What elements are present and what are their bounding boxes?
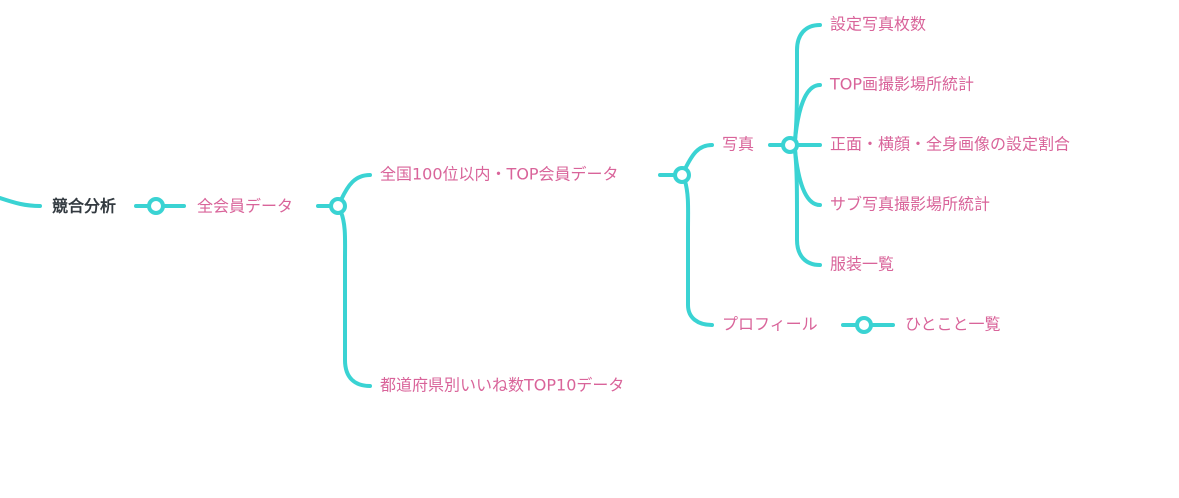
collapse-toggle-root[interactable]	[147, 197, 165, 215]
collapse-toggle-top-members[interactable]	[673, 166, 691, 184]
edge-to-top-members	[339, 173, 372, 202]
node-sub-photo-location[interactable]: サブ写真撮影場所統計	[830, 195, 990, 214]
edge-to-prefecture	[339, 210, 372, 388]
collapse-toggle-profile[interactable]	[855, 316, 873, 334]
node-top-members-data[interactable]: 全国100位以内・TOP会員データ	[380, 165, 619, 184]
node-root[interactable]: 競合分析	[52, 197, 116, 216]
node-photo[interactable]: 写真	[722, 135, 754, 154]
node-outfit-list[interactable]: 服装一覧	[830, 255, 894, 274]
collapse-toggle-level1[interactable]	[329, 197, 347, 215]
edge-photo-child-2	[793, 83, 822, 142]
node-comment-list[interactable]: ひとこと一覧	[905, 315, 1001, 334]
node-all-members-data[interactable]: 全会員データ	[197, 197, 293, 216]
node-top-photo-location[interactable]: TOP画撮影場所統計	[829, 75, 974, 94]
node-prefecture-likes-data[interactable]: 都道府県別いいね数TOP10データ	[380, 376, 624, 395]
edge-photo-child-5	[793, 148, 822, 267]
edge-to-photo	[683, 143, 714, 171]
edge-incoming	[0, 196, 42, 208]
node-photo-count[interactable]: 設定写真枚数	[830, 15, 926, 34]
node-face-ratio[interactable]: 正面・横顔・全身画像の設定割合	[830, 135, 1070, 154]
node-profile[interactable]: プロフィール	[722, 315, 818, 334]
collapse-toggle-photo[interactable]	[781, 136, 799, 154]
edge-to-profile	[683, 179, 714, 327]
